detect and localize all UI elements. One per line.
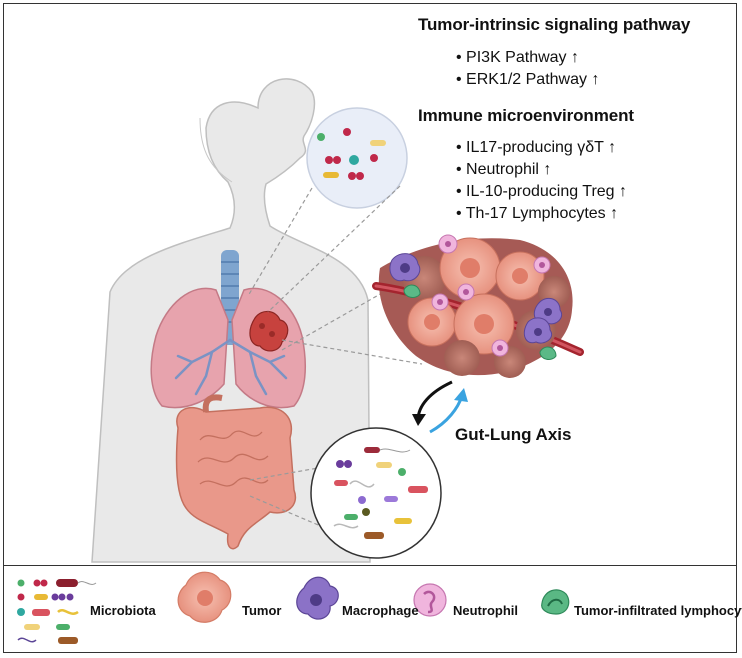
legend-lymphocyte-icon — [541, 589, 570, 615]
immune-item-th17: • Th-17 Lymphocytes ↑ — [456, 205, 619, 222]
pathway-heading: Tumor-intrinsic signaling pathway — [418, 15, 691, 34]
legend-tumor-icon — [177, 571, 232, 623]
legend-macrophage-label: Macrophage — [342, 603, 419, 618]
pathway-item-erk: • ERK1/2 Pathway ↑ — [456, 71, 600, 88]
lung-microbiota-bubble — [306, 107, 408, 209]
immune-item-neutrophil: • Neutrophil ↑ — [456, 161, 552, 178]
legend-neutrophil-label: Neutrophil — [453, 603, 518, 618]
immune-heading: Immune microenvironment — [418, 106, 634, 125]
immune-item-gdt: • IL17-producing γδT ↑ — [456, 139, 617, 156]
legend-macrophage-icon — [296, 576, 339, 620]
connectors — [247, 185, 441, 531]
pathway-item-pi3k: • PI3K Pathway ↑ — [456, 49, 579, 66]
tumor-microenvironment — [372, 234, 584, 378]
gut-microbiota-bubble — [310, 427, 442, 559]
immune-item-treg: • IL-10-producing Treg ↑ — [456, 183, 628, 200]
legend-tumor-label: Tumor — [242, 603, 282, 618]
legend-divider — [3, 565, 737, 566]
lung-tumor — [249, 310, 289, 352]
legend-lymphocytes-label: Tumor-infiltrated lymphocytes — [574, 603, 742, 618]
gut-lung-arrows — [412, 380, 468, 434]
gut-lung-axis-label: Gut-Lung Axis — [455, 425, 572, 444]
legend-microbiota-label: Microbiota — [90, 603, 156, 618]
legend-neutrophil-icon — [413, 583, 447, 617]
legend-microbiota-icon — [17, 579, 97, 644]
intestines — [175, 394, 297, 550]
